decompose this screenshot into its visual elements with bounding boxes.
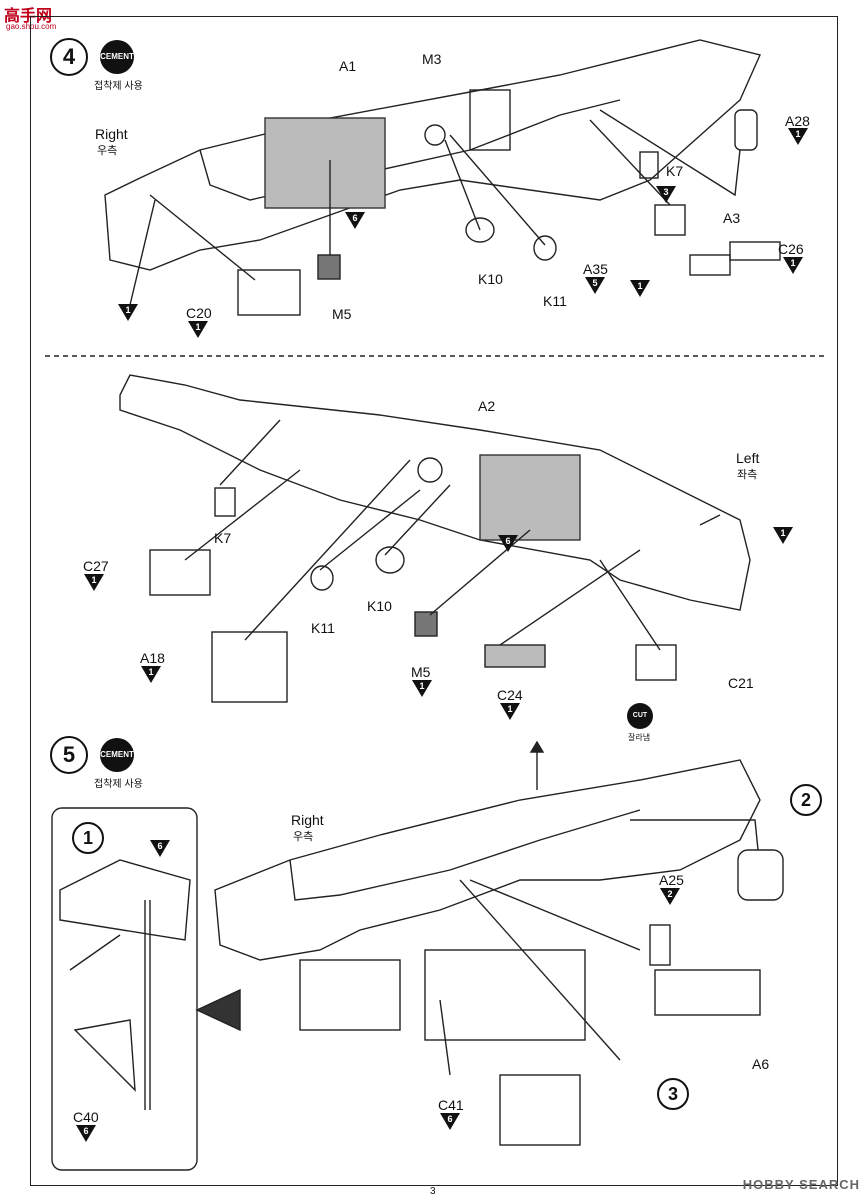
site-logo-url: gao.shou.com [6,22,57,31]
paint-color-triangle-icon: 6 [498,535,518,552]
page-number: 3 [430,1186,436,1197]
side-label-right-ko: 우측 [293,831,314,843]
paint-color-triangle-icon: 1 [788,128,808,145]
part-C40: C40 [73,1109,99,1125]
paint-color-triangle-icon: 1 [500,703,520,720]
part-A28: A28 [785,113,810,129]
cut-icon: CUT [627,703,653,729]
side-label-right-en: Right [291,812,324,828]
sub-assembly-2-number: 2 [790,784,822,816]
cement-label: 접착제 사용 [94,779,143,790]
instruction-page-frame [30,16,838,1186]
part-A3: A3 [723,210,741,226]
part-A35: A35 [583,261,608,277]
part-C26: C26 [778,241,804,257]
part-A25: A25 [659,872,684,888]
paint-color-triangle-icon: 6 [150,840,170,857]
cut-label: 잘라냄 [628,733,651,742]
part-C21: C21 [728,675,754,691]
part-A18: A18 [140,650,165,666]
paint-color-triangle-icon: 1 [118,304,138,321]
paint-color-triangle-icon: 6 [345,212,365,229]
cement-icon: CEMENT [100,40,134,74]
part-M5: M5 [411,664,431,680]
sub-assembly-3-number: 3 [657,1078,689,1110]
cement-icon: CEMENT [100,738,134,772]
part-K11: K11 [311,620,335,636]
paint-color-triangle-icon: 1 [188,321,208,338]
paint-color-triangle-icon: 1 [84,574,104,591]
part-C24: C24 [497,687,523,703]
part-K11: K11 [543,293,567,309]
part-C27: C27 [83,558,109,574]
paint-color-triangle-icon: 6 [440,1113,460,1130]
side-label-left-ko: 좌측 [737,469,758,481]
side-label-right-en: Right [95,126,128,142]
shaded-panel-a1 [264,117,386,209]
cement-label: 접착제 사용 [94,81,143,92]
part-M3: M3 [422,51,442,67]
part-C41: C41 [438,1097,464,1113]
shaded-panel-a2 [479,454,581,541]
part-A6: A6 [752,1056,770,1072]
part-M5: M5 [332,306,352,322]
paint-color-triangle-icon: 1 [412,680,432,697]
step-4-number: 4 [50,38,88,76]
site-logo: 高手网 [4,8,53,25]
paint-color-triangle-icon: 1 [773,527,793,544]
paint-color-triangle-icon: 1 [783,257,803,274]
watermark: HOBBY SEARCH [742,1177,860,1192]
paint-color-triangle-icon: 1 [630,280,650,297]
part-K10: K10 [367,598,392,614]
part-A2: A2 [478,398,496,414]
paint-color-triangle-icon: 2 [660,888,680,905]
side-label-right-ko: 우측 [97,145,118,157]
paint-color-triangle-icon: 3 [656,186,676,203]
side-label-left-en: Left [736,450,760,466]
part-K7: K7 [666,163,684,179]
part-K7: K7 [214,530,232,546]
part-A1: A1 [339,58,357,74]
paint-color-triangle-icon: 1 [141,666,161,683]
paint-color-triangle-icon: 6 [76,1125,96,1142]
part-C20: C20 [186,305,212,321]
part-K10: K10 [478,271,503,287]
fuselage-assembly-step5 [214,759,761,961]
paint-color-triangle-icon: 5 [585,277,605,294]
step-5-number: 5 [50,736,88,774]
sub-assembly-1-number: 1 [72,822,104,854]
